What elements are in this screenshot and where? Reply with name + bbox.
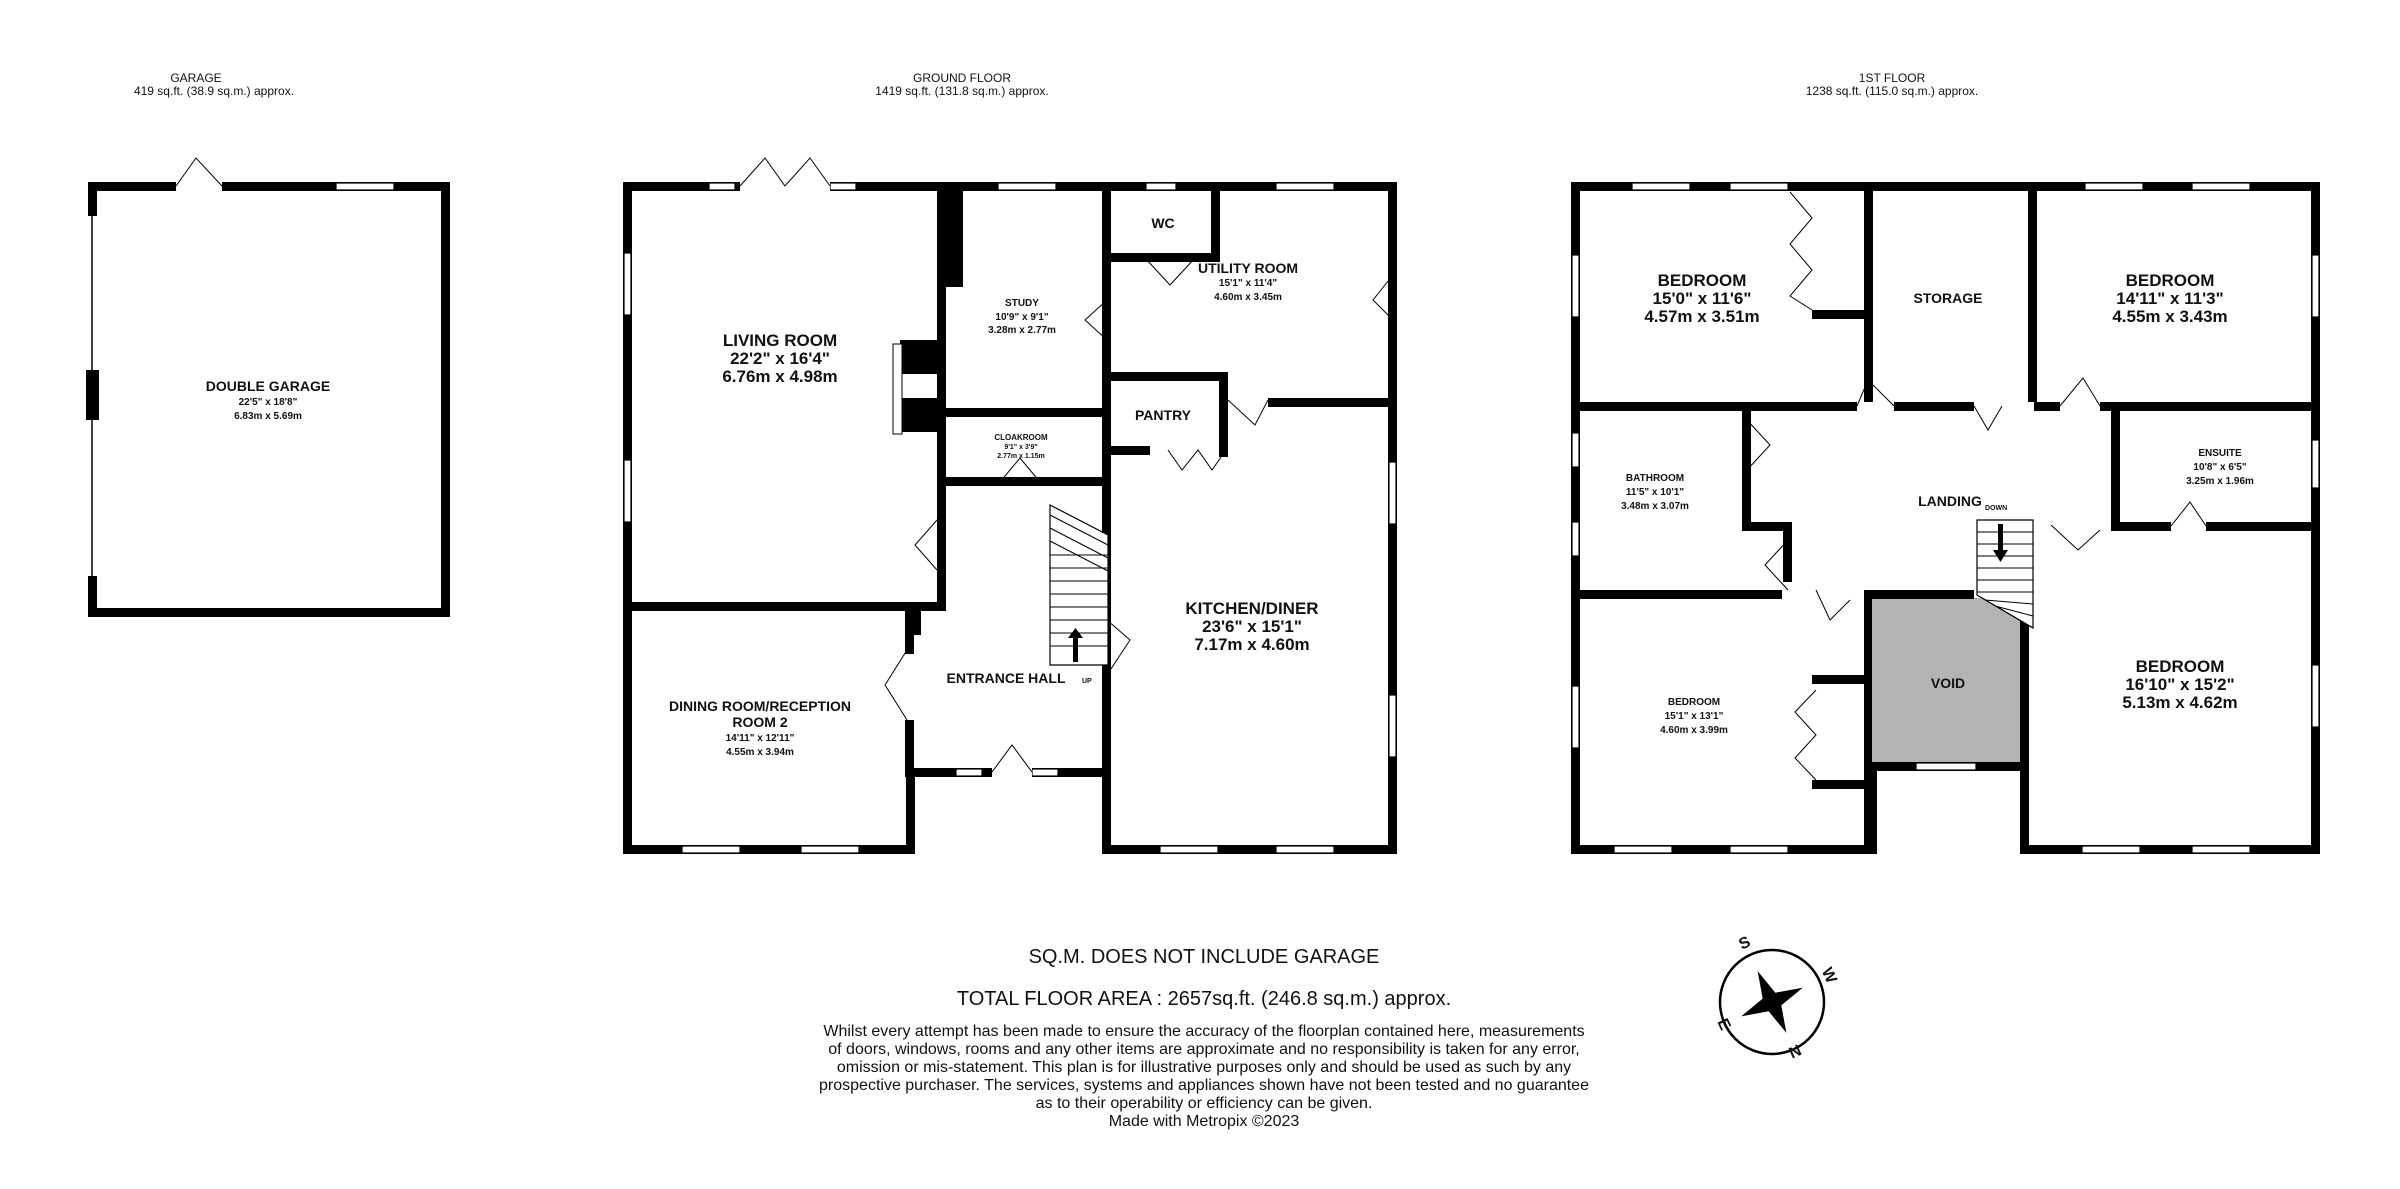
bedroom-2-label: BEDROOM 14'11" x 11'3" 4.55m x 3.43m: [2112, 271, 2227, 326]
bathroom-label: BATHROOM 11'5" x 10'1" 3.48m x 3.07m: [1621, 473, 1689, 512]
pantry-label: PANTRY: [1135, 407, 1192, 423]
storage-name: STORAGE: [1914, 290, 1983, 306]
utility-room-label: UTILITY ROOM 15'1" x 11'4" 4.60m x 3.45m: [1198, 260, 1298, 303]
void-fill: [1872, 598, 2022, 768]
ground-stairs: [1049, 504, 1109, 666]
ensuite-name: ENSUITE: [2198, 448, 2242, 459]
bedroom-4-name: BEDROOM: [2136, 657, 2225, 676]
ensuite-metric: 3.25m x 1.96m: [2186, 476, 2254, 487]
landing-stair-label: DOWN: [1985, 505, 2007, 512]
bedroom-3-imperial: 15'1" x 13'1": [1665, 711, 1724, 722]
notes-block: SQ.M. DOES NOT INCLUDE GARAGE TOTAL FLOO…: [819, 946, 1589, 1130]
bedroom-3-metric: 4.60m x 3.99m: [1660, 725, 1728, 736]
total-floor-area: TOTAL FLOOR AREA : 2657sq.ft. (246.8 sq.…: [957, 988, 1451, 1010]
ground-floor-header: GROUND FLOOR 1419 sq.ft. (131.8 sq.m.) a…: [875, 71, 1048, 98]
bedroom-1-name: BEDROOM: [1658, 271, 1747, 290]
ground-floor-plan: [623, 157, 1397, 854]
bedroom-3-label: BEDROOM 15'1" x 13'1" 4.60m x 3.99m: [1660, 697, 1728, 736]
void-label: VOID: [1931, 675, 1965, 691]
bedroom-4-imperial: 16'10" x 15'2": [2125, 675, 2234, 694]
compass-label-top: S: [1736, 933, 1753, 953]
kitchen-diner-name: KITCHEN/DINER: [1185, 599, 1318, 618]
sqm-note: SQ.M. DOES NOT INCLUDE GARAGE: [1029, 946, 1380, 968]
wc-label: WC: [1151, 215, 1174, 231]
study-name: STUDY: [1005, 298, 1039, 309]
bedroom-4-metric: 5.13m x 4.62m: [2122, 693, 2237, 712]
double-garage-name: DOUBLE GARAGE: [206, 378, 330, 394]
cloakroom-label: CLOAKROOM 9'1" x 3'9" 2.77m x 1.15m: [994, 433, 1048, 460]
bedroom-2-metric: 4.55m x 3.43m: [2112, 307, 2227, 326]
bedroom-2-name: BEDROOM: [2126, 271, 2215, 290]
disclaimer-line-2: of doors, windows, rooms and any other i…: [828, 1041, 1579, 1058]
living-room-metric: 6.76m x 4.98m: [722, 367, 837, 386]
garage-floor-header: GARAGE 419 sq.ft. (38.9 sq.m.) approx.: [134, 71, 294, 98]
bathroom-imperial: 11'5" x 10'1": [1626, 487, 1684, 498]
dining-room-imperial: 14'11" x 12'11": [726, 733, 795, 744]
living-room-imperial: 22'2" x 16'4": [730, 349, 830, 368]
void-name: VOID: [1931, 675, 1965, 691]
disclaimer-line-4: prospective purchaser. The services, sys…: [819, 1077, 1589, 1094]
dining-room-name-line1: DINING ROOM/RECEPTION: [669, 698, 851, 714]
cloakroom-metric: 2.77m x 1.15m: [997, 453, 1044, 460]
dining-room-name-line2: ROOM 2: [732, 714, 787, 730]
metropix-credit: Made with Metropix ©2023: [1109, 1113, 1300, 1130]
bedroom-1-metric: 4.57m x 3.51m: [1644, 307, 1759, 326]
garage-area: 419 sq.ft. (38.9 sq.m.) approx.: [134, 84, 294, 98]
double-garage-metric: 6.83m x 5.69m: [234, 411, 302, 422]
dining-room-label: DINING ROOM/RECEPTION ROOM 2 14'11" x 12…: [669, 698, 851, 758]
first-floor-area: 1238 sq.ft. (115.0 sq.m.) approx.: [1806, 84, 1979, 98]
living-room-label: LIVING ROOM 22'2" x 16'4" 6.76m x 4.98m: [722, 331, 837, 386]
bathroom-metric: 3.48m x 3.07m: [1621, 501, 1689, 512]
bedroom-1-label: BEDROOM 15'0" x 11'6" 4.57m x 3.51m: [1644, 271, 1759, 326]
entrance-hall-label: ENTRANCE HALL UP: [947, 670, 1093, 686]
study-imperial: 10'9" x 9'1": [995, 312, 1048, 323]
living-room-name: LIVING ROOM: [723, 331, 837, 350]
utility-room-imperial: 15'1" x 11'4": [1219, 278, 1277, 289]
cloakroom-imperial: 9'1" x 3'9": [1004, 444, 1037, 451]
study-metric: 3.28m x 2.77m: [988, 325, 1056, 336]
compass-label-left: E: [1714, 1016, 1734, 1033]
ground-floor-title: GROUND FLOOR: [913, 71, 1011, 85]
utility-room-metric: 4.60m x 3.45m: [1214, 292, 1282, 303]
landing-label: LANDING DOWN: [1918, 493, 2007, 512]
first-stairs: [1976, 519, 2034, 630]
entrance-hall-name: ENTRANCE HALL: [947, 670, 1066, 686]
disclaimer-line-5: as to their operability or efficiency ca…: [1036, 1095, 1373, 1112]
bedroom-1-imperial: 15'0" x 11'6": [1653, 289, 1752, 308]
disclaimer-line-1: Whilst every attempt has been made to en…: [823, 1023, 1584, 1040]
first-floor-title: 1ST FLOOR: [1859, 71, 1926, 85]
ensuite-imperial: 10'8" x 6'5": [2193, 462, 2246, 473]
bathroom-name: BATHROOM: [1626, 473, 1684, 484]
wc-name: WC: [1151, 215, 1174, 231]
compass-star-icon: [1741, 971, 1803, 1033]
bedroom-4-label: BEDROOM 16'10" x 15'2" 5.13m x 4.62m: [2122, 657, 2237, 712]
first-floor-header: 1ST FLOOR 1238 sq.ft. (115.0 sq.m.) appr…: [1806, 71, 1979, 98]
landing-name: LANDING: [1918, 493, 1982, 509]
kitchen-diner-metric: 7.17m x 4.60m: [1194, 635, 1309, 654]
pantry-name: PANTRY: [1135, 407, 1192, 423]
garage-title: GARAGE: [170, 71, 221, 85]
compass: S W N E: [1714, 933, 1840, 1062]
first-floor-plan: [1571, 182, 2320, 854]
kitchen-diner-imperial: 23'6" x 15'1": [1202, 617, 1302, 636]
double-garage-imperial: 22'5" x 18'8": [239, 397, 298, 408]
kitchen-diner-label: KITCHEN/DINER 23'6" x 15'1" 7.17m x 4.60…: [1185, 599, 1318, 654]
cloakroom-name: CLOAKROOM: [994, 433, 1048, 442]
storage-label: STORAGE: [1914, 290, 1983, 306]
bedroom-2-imperial: 14'11" x 11'3": [2116, 289, 2223, 308]
dining-room-metric: 4.55m x 3.94m: [726, 747, 794, 758]
study-label: STUDY 10'9" x 9'1" 3.28m x 2.77m: [988, 298, 1056, 336]
garage-plan: [86, 157, 450, 617]
double-garage-label: DOUBLE GARAGE 22'5" x 18'8" 6.83m x 5.69…: [206, 378, 330, 422]
disclaimer-line-3: omission or mis-statement. This plan is …: [837, 1059, 1571, 1076]
entrance-hall-stair-label: UP: [1082, 678, 1092, 685]
compass-ring-icon: [1718, 948, 1826, 1056]
ground-floor-area: 1419 sq.ft. (131.8 sq.m.) approx.: [875, 84, 1048, 98]
ensuite-label: ENSUITE 10'8" x 6'5" 3.25m x 1.96m: [2186, 448, 2254, 487]
utility-room-name: UTILITY ROOM: [1198, 260, 1298, 276]
bedroom-3-name: BEDROOM: [1668, 697, 1720, 708]
